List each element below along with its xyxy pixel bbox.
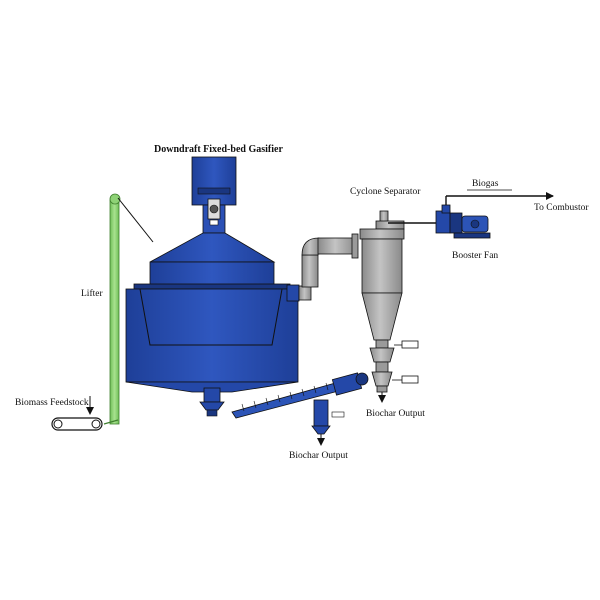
biochar-output-screw-label: Biochar Output (289, 451, 348, 461)
booster-fan-label: Booster Fan (452, 251, 498, 261)
feed-conveyor (51, 417, 103, 431)
gasifier-title: Downdraft Fixed-bed Gasifier (154, 144, 283, 155)
gasifier (125, 156, 300, 417)
biomass-feedstock-label: Biomass Feedstock (15, 398, 89, 408)
cyclone-label: Cyclone Separator (350, 187, 421, 197)
to-combustor-label: To Combustor (534, 203, 589, 213)
cyclone-separator (359, 210, 419, 403)
screw-conveyor (231, 372, 369, 446)
biochar-output-cyclone-label: Biochar Output (366, 409, 425, 419)
lifter-label: Lifter (81, 288, 103, 299)
lifter (103, 193, 154, 425)
booster-fan (435, 196, 491, 239)
biogas-label: Biogas (472, 179, 499, 189)
connecting-duct (298, 233, 359, 301)
